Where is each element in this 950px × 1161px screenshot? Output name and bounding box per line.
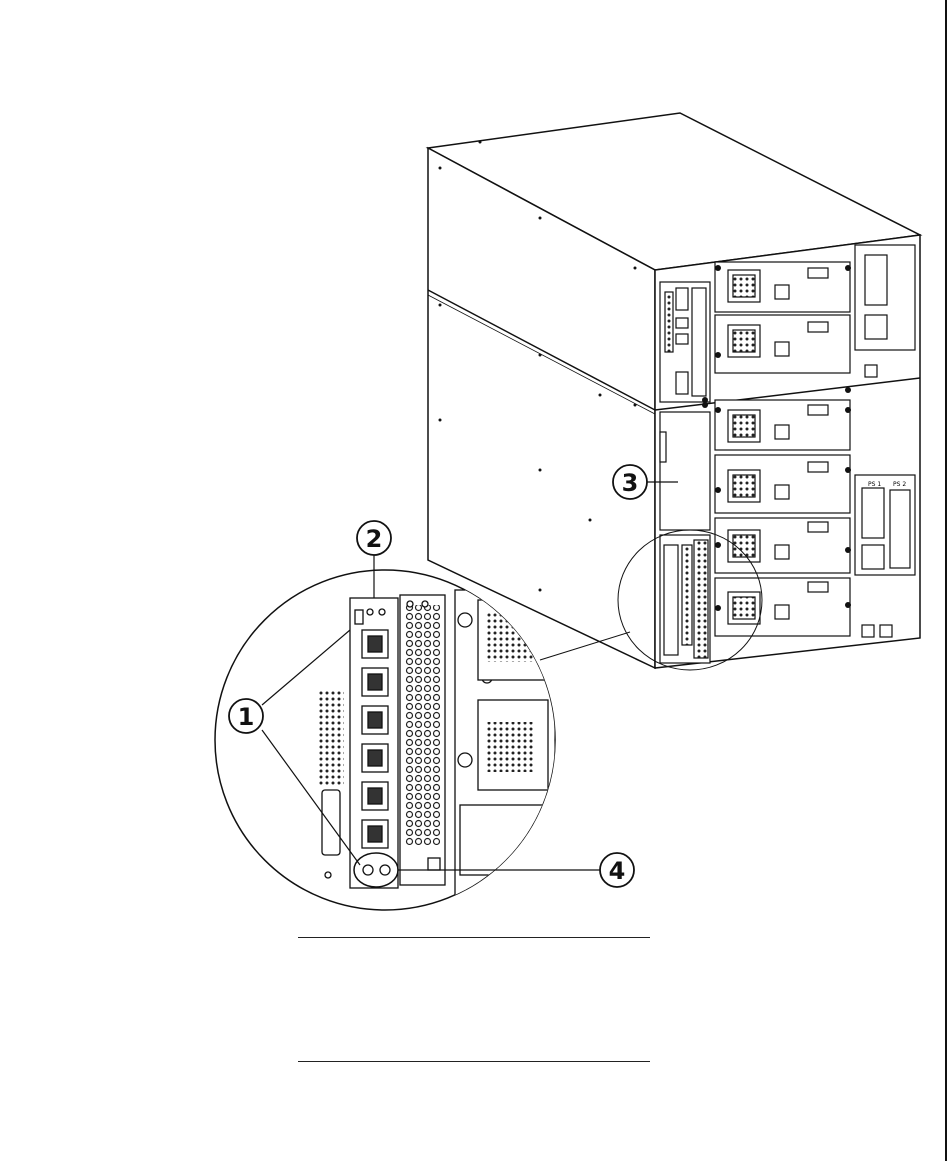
zoom-detail <box>215 570 555 910</box>
expansion-module-cover <box>660 412 710 530</box>
ps1-label: PS 1 <box>868 481 881 488</box>
power-port-2 <box>880 625 892 637</box>
drive-bay-1 <box>715 262 850 312</box>
callout-2-label: 2 <box>366 525 383 553</box>
legend-rule-bottom <box>298 1061 650 1062</box>
callout-3-label: 3 <box>622 469 639 497</box>
power-port-1 <box>862 625 874 637</box>
power-switch <box>865 365 877 377</box>
power-supply-top <box>855 245 915 350</box>
power-supply-ps1 <box>855 475 915 575</box>
drive-bay-6 <box>715 578 850 636</box>
callout-1-label: 1 <box>238 703 255 731</box>
drive-bay-4 <box>715 455 850 513</box>
ps2-label: PS 2 <box>893 481 906 488</box>
legend-rule-top <box>298 937 650 938</box>
callout-4-label: 4 <box>609 857 626 885</box>
drive-bay-2 <box>715 315 850 373</box>
drive-bay-3 <box>715 400 850 450</box>
